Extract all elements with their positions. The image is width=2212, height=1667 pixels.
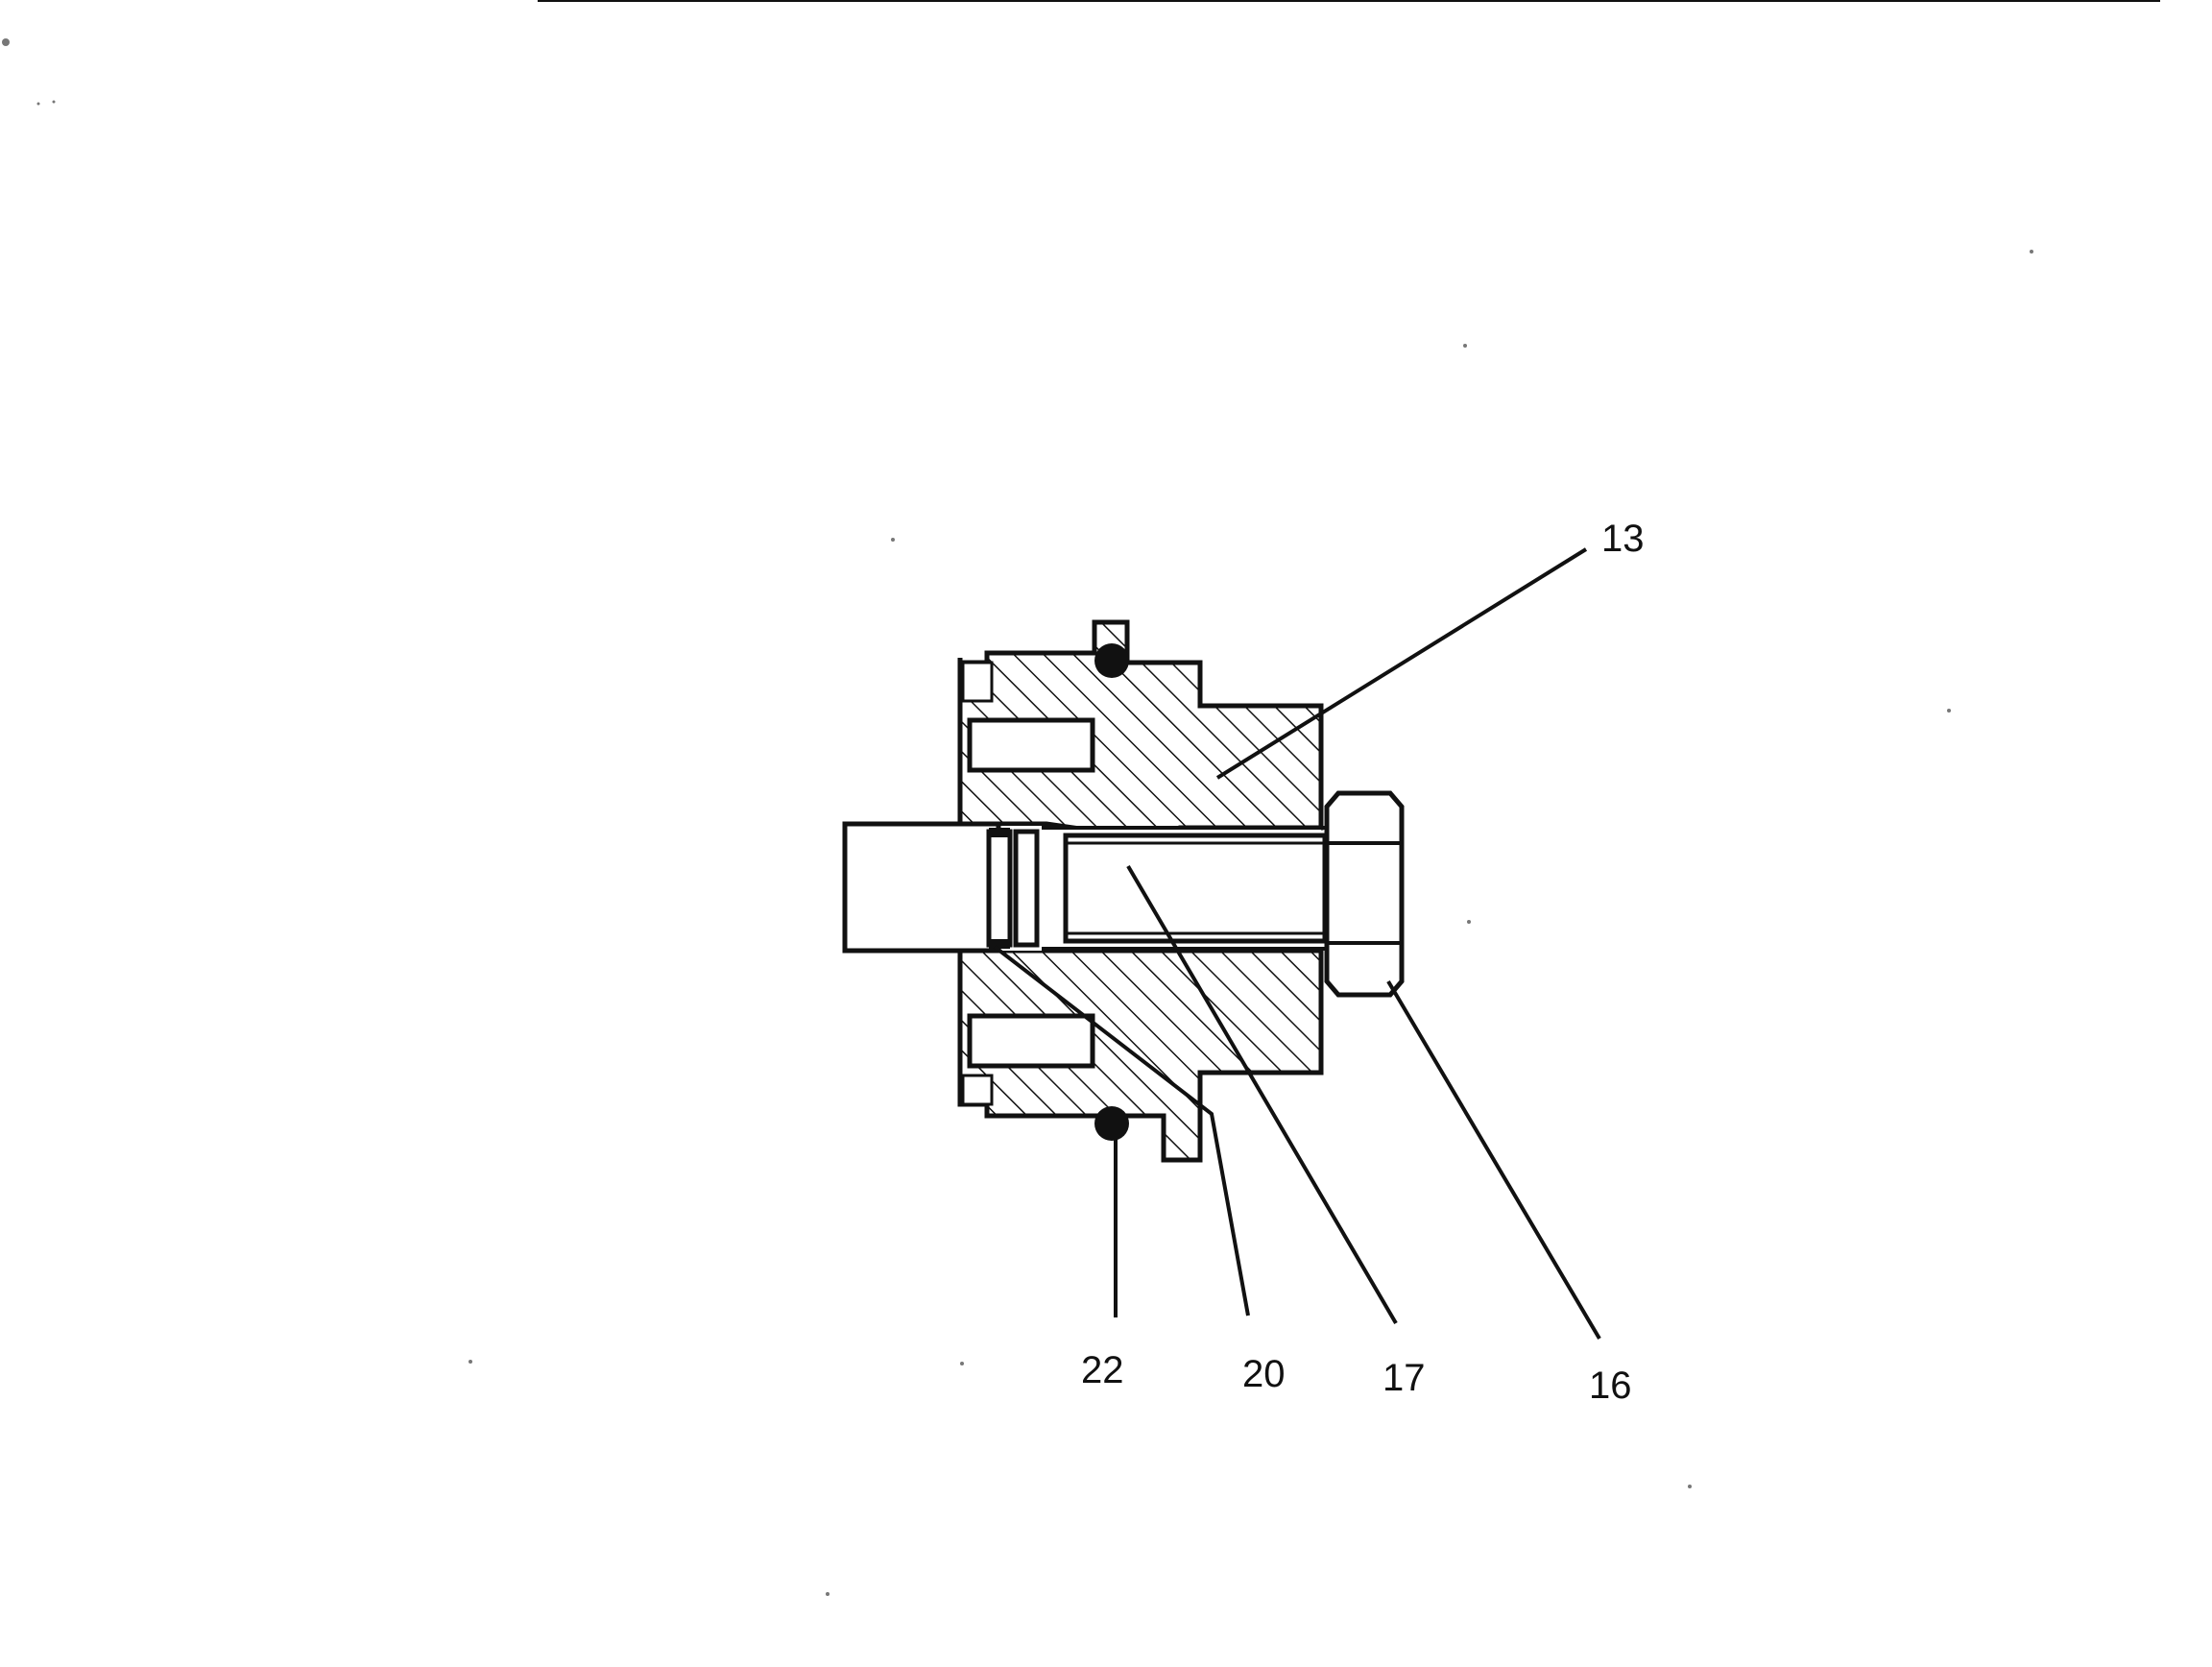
housing-section-lower: [957, 948, 1324, 1163]
disc-edge-top: [989, 828, 1010, 837]
leader-13: [1215, 547, 1588, 780]
callout-17: 17: [1382, 1357, 1426, 1399]
housing-section-upper: [957, 619, 1324, 846]
leader-16: [1386, 979, 1601, 1341]
o-ring-upper: [1094, 643, 1129, 678]
disc-edge-bottom: [989, 939, 1010, 949]
hex-head: [1324, 790, 1405, 998]
lower-slot: [967, 1013, 1095, 1069]
callout-20: 20: [1242, 1353, 1286, 1395]
disc-2: [1013, 829, 1040, 948]
callout-13: 13: [1601, 518, 1645, 560]
upper-recess: [961, 661, 994, 703]
lower-recess: [961, 1074, 994, 1106]
upper-slot: [967, 717, 1095, 773]
leader-17: [1126, 864, 1398, 1325]
disc-1: [986, 829, 1013, 948]
leader-20: [993, 945, 1250, 1317]
o-ring-lower: [1094, 1106, 1129, 1141]
callout-22: 22: [1081, 1349, 1124, 1391]
screw-shank: [1063, 833, 1328, 944]
scan-specks: [2, 38, 2033, 1596]
callout-16: 16: [1589, 1365, 1632, 1407]
plug: [842, 821, 1001, 954]
